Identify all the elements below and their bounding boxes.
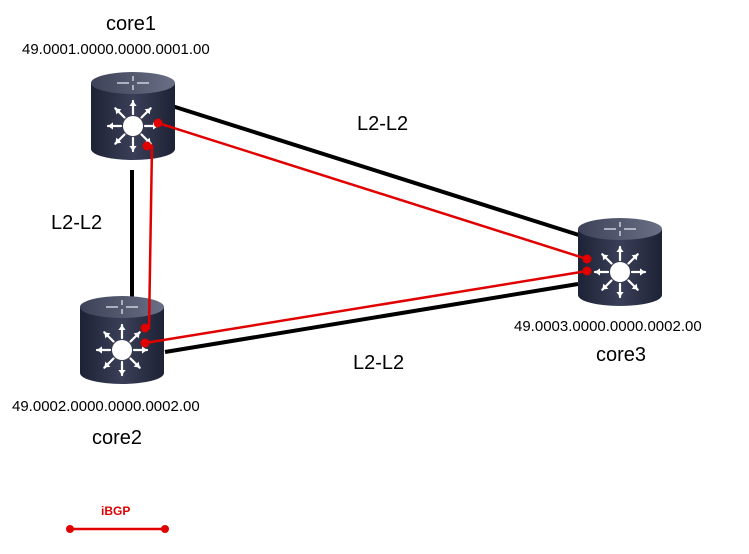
ibgp-session-core2-core3 bbox=[140, 266, 592, 348]
legend-ibgp-line bbox=[66, 525, 169, 533]
router-core3-icon[interactable] bbox=[578, 218, 662, 306]
node-name-core2: core2 bbox=[92, 427, 143, 449]
legend-ibgp-label: iBGP bbox=[101, 504, 131, 518]
link-core1-core3 bbox=[171, 104, 583, 238]
link-label-core1-core3: L2-L2 bbox=[357, 113, 409, 135]
node-address-core1: 49.0001.0000.0000.0001.00 bbox=[22, 41, 210, 58]
link-core2-core3 bbox=[164, 282, 579, 354]
node-name-core3: core3 bbox=[596, 344, 647, 366]
router-core2-icon[interactable] bbox=[80, 296, 164, 384]
link-label-core2-core3: L2-L2 bbox=[353, 352, 405, 374]
ibgp-session-core1-core3 bbox=[153, 118, 592, 264]
node-name-core1: core1 bbox=[106, 13, 157, 35]
node-address-core2: 49.0002.0000.0000.0002.00 bbox=[12, 398, 200, 415]
router-core1-icon[interactable] bbox=[91, 72, 175, 160]
link-label-core1-core2: L2-L2 bbox=[51, 212, 103, 234]
ibgp-session-core1-core2 bbox=[140, 141, 154, 333]
node-address-core3: 49.0003.0000.0000.0002.00 bbox=[514, 318, 702, 335]
